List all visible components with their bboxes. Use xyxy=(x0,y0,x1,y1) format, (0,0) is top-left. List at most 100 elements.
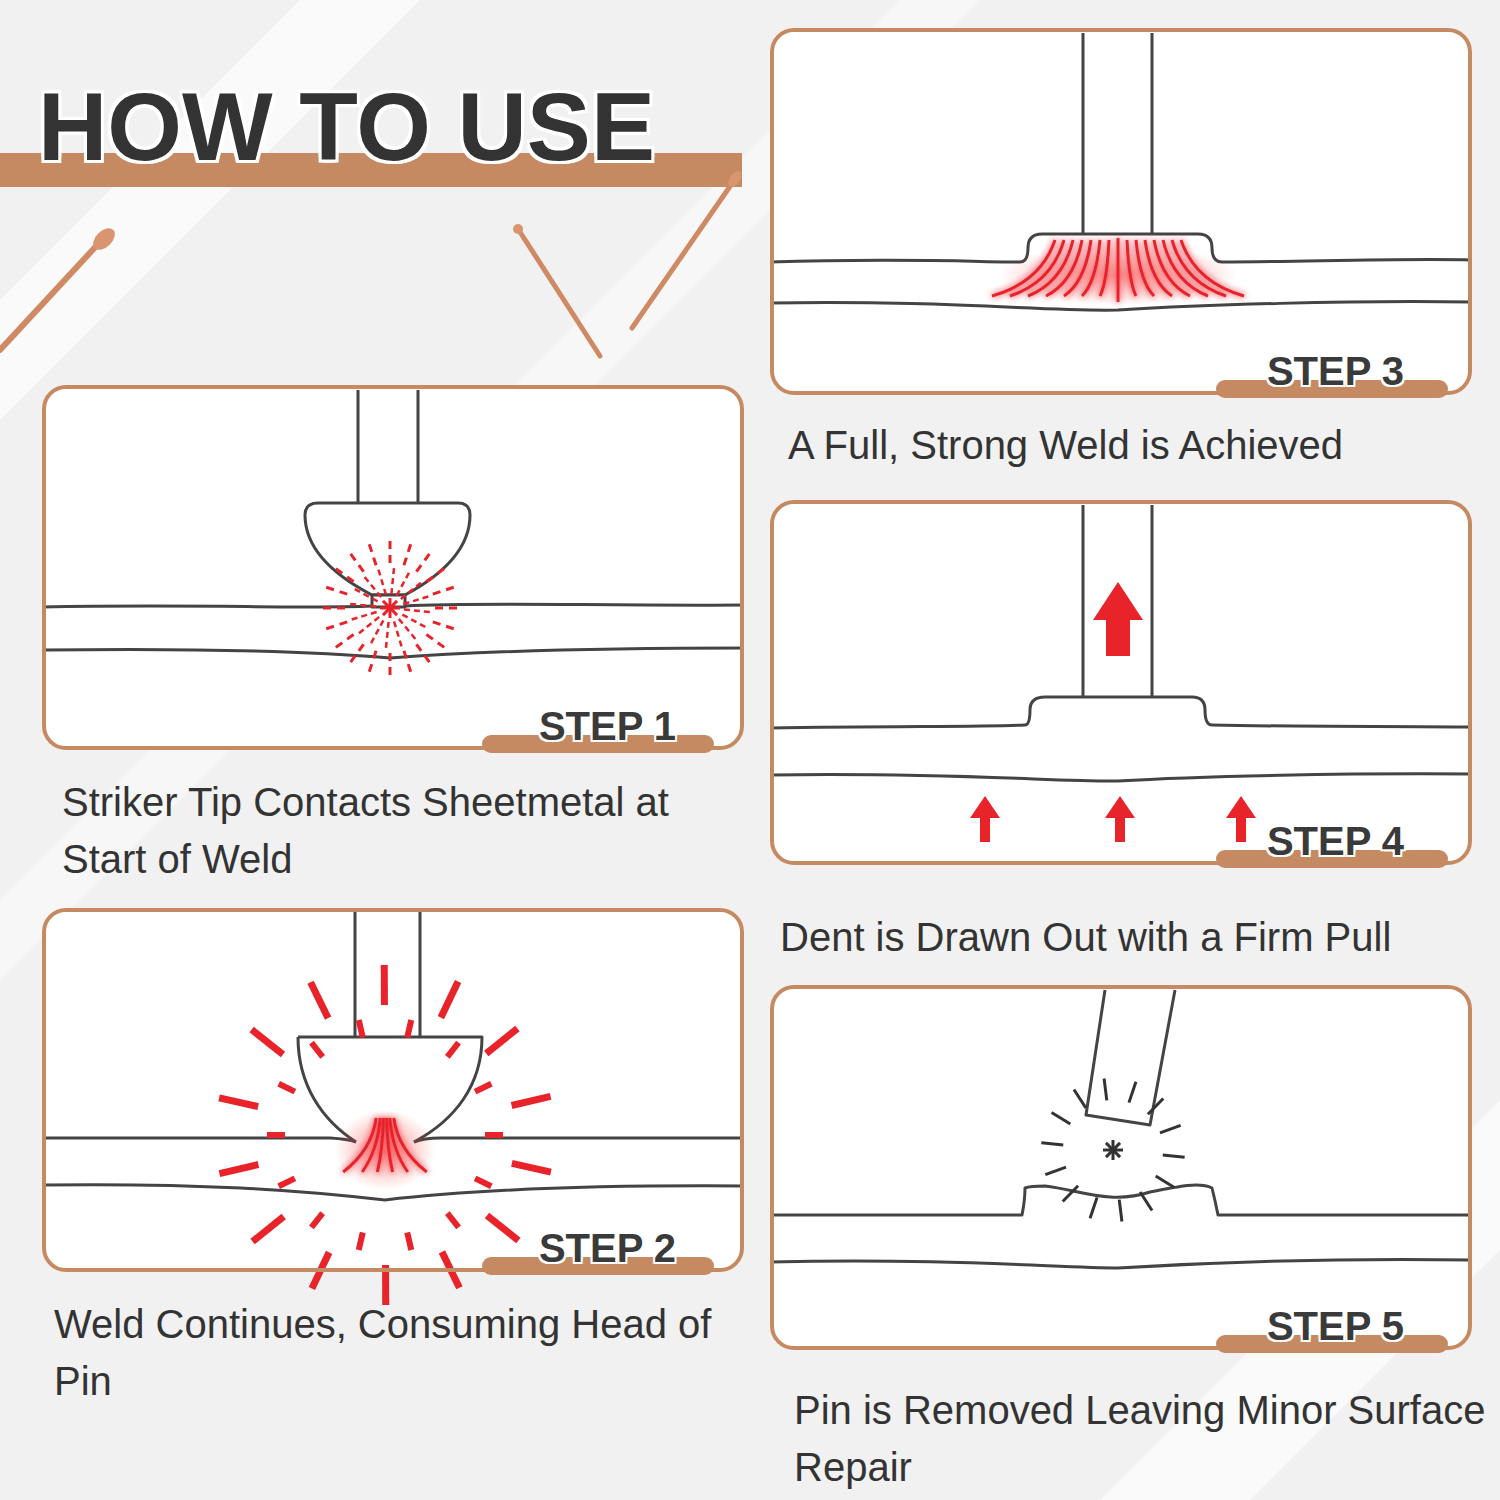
spark-star xyxy=(380,598,400,618)
panel-border xyxy=(770,28,1472,395)
spark-ray xyxy=(279,1178,295,1186)
page-title: HOW TO USE xyxy=(38,74,655,180)
step-label: STEP 5 xyxy=(1267,1306,1404,1346)
spark-ray xyxy=(279,1084,295,1092)
spark-ray xyxy=(1129,1082,1136,1103)
spark-ray xyxy=(267,1132,285,1138)
spark-ray xyxy=(447,1213,458,1227)
spark-ray xyxy=(322,607,345,610)
spark-ray xyxy=(487,1216,518,1241)
spark-rays xyxy=(322,540,458,676)
spark-ray xyxy=(311,982,329,1018)
step-panel: STEP 3A Full, Strong Weld is Achieved xyxy=(770,28,1472,395)
spark-ray xyxy=(350,644,364,663)
spark-ray xyxy=(407,1232,411,1250)
spark-ray xyxy=(369,543,376,565)
spark-rays xyxy=(267,1020,503,1250)
spark-ray xyxy=(407,1020,411,1038)
spark-ray xyxy=(404,651,411,673)
weld-effects xyxy=(219,238,1244,1305)
panel-border xyxy=(770,500,1472,865)
step-panel: STEP 2Weld Continues, Consuming Head of … xyxy=(42,908,744,1272)
spark-ray xyxy=(403,596,428,604)
spark-ray xyxy=(1045,1167,1066,1175)
spark-ray xyxy=(369,651,376,673)
stripe xyxy=(0,0,420,420)
spark-ray xyxy=(1052,1112,1071,1123)
step-tabs xyxy=(482,380,1448,1353)
step-caption: Dent is Drawn Out with a Firm Pull xyxy=(780,909,1500,966)
panel-border xyxy=(42,908,744,1272)
step-caption: Pin is Removed Leaving Minor Surface Rep… xyxy=(794,1382,1494,1496)
spark-ray xyxy=(416,644,430,663)
spark-ray xyxy=(389,653,392,676)
spark-ray xyxy=(1041,1143,1063,1145)
drawings xyxy=(42,33,1472,1268)
spark-ray xyxy=(386,622,389,648)
spark-ray xyxy=(416,553,430,572)
spark-ray xyxy=(391,568,394,594)
pull-arrows xyxy=(970,582,1256,842)
heat-glow xyxy=(335,1110,435,1190)
spark-ray xyxy=(371,620,383,643)
spark-ray xyxy=(253,1217,284,1242)
spark-ray xyxy=(1156,1176,1175,1187)
spark-ray xyxy=(311,1043,322,1057)
spark-ray xyxy=(397,573,409,596)
spark-ray xyxy=(1148,1098,1163,1114)
spark-ray xyxy=(404,543,411,565)
spark-ray xyxy=(447,1043,458,1057)
spark-ray xyxy=(365,577,381,597)
spark-ray xyxy=(325,587,347,594)
spark-ray xyxy=(1090,1197,1097,1218)
step-caption: Striker Tip Contacts Sheetmetal at Start… xyxy=(62,774,762,888)
spark-ray xyxy=(426,634,445,648)
step-label: STEP 4 xyxy=(1267,821,1404,861)
heat-fan xyxy=(992,238,1244,302)
panel-border xyxy=(770,985,1472,1350)
spark-ray xyxy=(1140,1192,1152,1210)
spark-ray xyxy=(359,617,379,633)
spark-ray xyxy=(441,982,458,1018)
spark-ray xyxy=(359,1232,363,1250)
spark-ray xyxy=(435,607,458,610)
spark-ray xyxy=(350,604,376,607)
panel-border xyxy=(42,385,744,750)
spark-ray xyxy=(475,1178,491,1186)
spark-ray xyxy=(381,965,388,1005)
spark-ray xyxy=(512,1163,551,1172)
spark-ray xyxy=(433,587,455,594)
step-label: STEP 3 xyxy=(1267,351,1404,391)
spark-ray xyxy=(404,609,430,612)
spark-ray xyxy=(1163,1155,1185,1157)
spark-ray xyxy=(325,622,347,629)
spark-rays xyxy=(219,965,551,1305)
spark-rays xyxy=(350,568,430,648)
spark-ray xyxy=(399,619,415,639)
spark-ray xyxy=(1104,1079,1107,1101)
copper-pins xyxy=(0,169,744,356)
spark-ray xyxy=(475,1084,491,1092)
spark-ray xyxy=(350,553,364,572)
step-label: STEP 1 xyxy=(539,706,676,746)
spark-ray xyxy=(402,615,425,627)
spark-ray xyxy=(359,1020,363,1038)
spark-ray xyxy=(389,540,392,563)
spark-ray xyxy=(352,612,377,620)
step-caption: Weld Continues, Consuming Head of Pin xyxy=(54,1296,764,1410)
spark-ray xyxy=(1074,1090,1086,1108)
spark-ray xyxy=(426,568,445,582)
step-label: STEP 2 xyxy=(539,1228,676,1268)
spark-ray xyxy=(485,1132,503,1138)
spark-ray xyxy=(311,1213,322,1227)
spark-ray xyxy=(252,1030,283,1055)
spark-ray xyxy=(1160,1125,1181,1133)
step-panel: STEP 5Pin is Removed Leaving Minor Surfa… xyxy=(770,985,1472,1350)
spark-star xyxy=(1103,1140,1123,1160)
spark-ray xyxy=(1119,1200,1122,1222)
spark-ray xyxy=(378,570,386,595)
spark-ray xyxy=(335,568,354,582)
spark-ray xyxy=(401,583,421,599)
